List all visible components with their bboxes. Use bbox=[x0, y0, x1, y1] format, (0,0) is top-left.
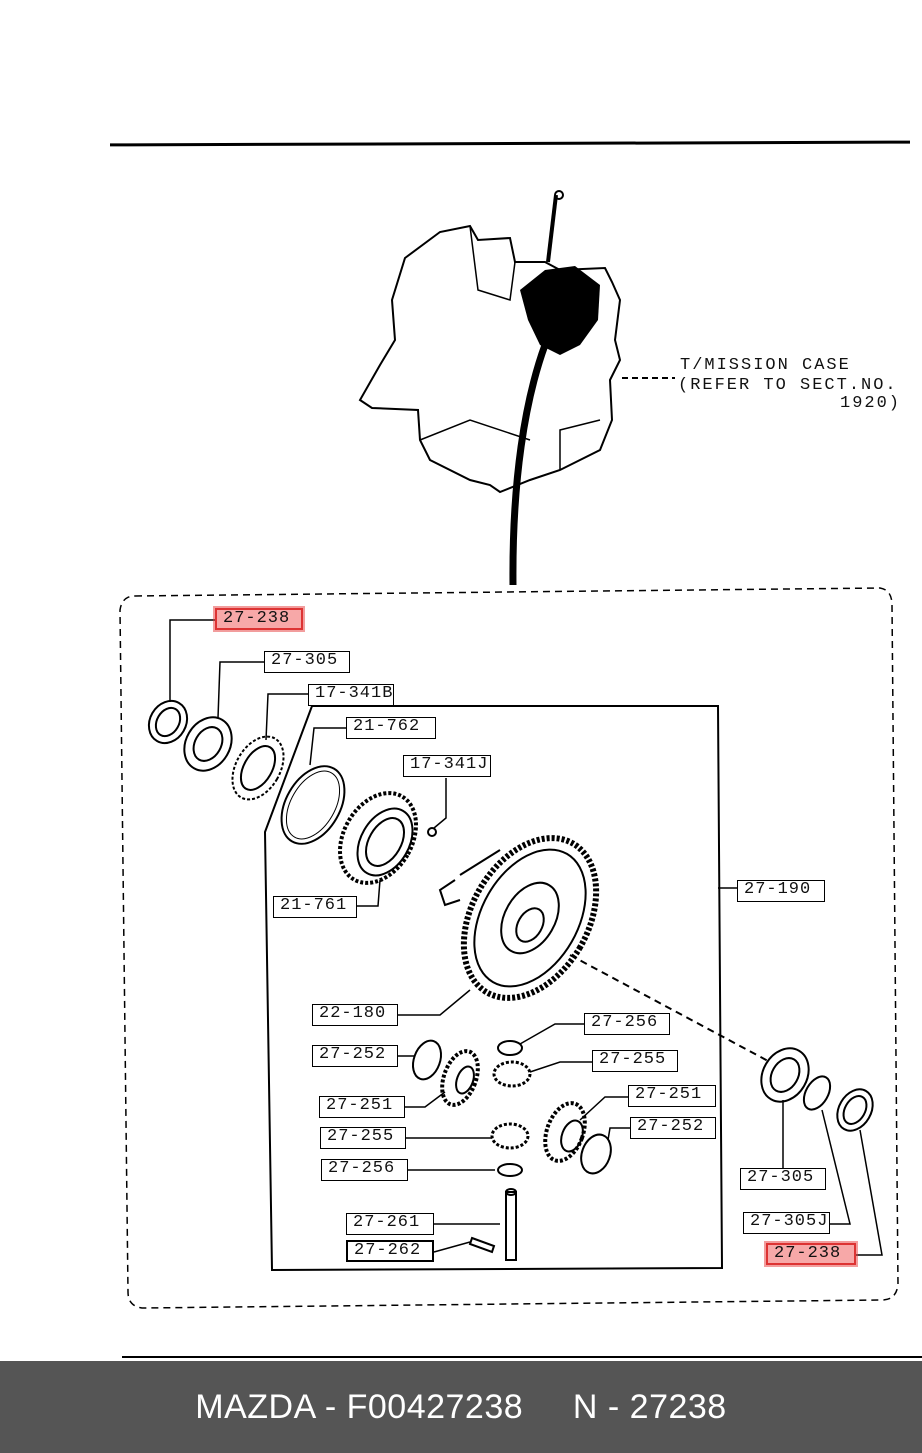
part-label-27-252-right[interactable]: 27-252 bbox=[630, 1117, 716, 1139]
part-label-27-256-right[interactable]: 27-256 bbox=[584, 1013, 670, 1035]
part-label-27-261[interactable]: 27-261 bbox=[346, 1213, 434, 1235]
o-ring bbox=[427, 827, 437, 837]
part-label-27-255-left[interactable]: 27-255 bbox=[320, 1127, 406, 1149]
part-label-27-190[interactable]: 27-190 bbox=[737, 880, 825, 902]
speedo-drive-gear bbox=[231, 735, 285, 801]
bearing-right bbox=[760, 1047, 810, 1103]
speedo-driven-gear bbox=[338, 791, 418, 885]
part-label-27-305J[interactable]: 27-305J bbox=[743, 1212, 830, 1234]
part-label-21-762[interactable]: 21-762 bbox=[346, 717, 436, 739]
side-gear-left bbox=[440, 1049, 480, 1107]
part-label-27-251-left[interactable]: 27-251 bbox=[319, 1096, 405, 1118]
part-label-27-305-right[interactable]: 27-305 bbox=[740, 1168, 826, 1190]
part-label-21-761[interactable]: 21-761 bbox=[273, 896, 357, 918]
part-label-27-238-top[interactable]: 27-238 bbox=[213, 606, 305, 632]
bearing-race-right bbox=[836, 1088, 874, 1132]
part-label-27-305-top[interactable]: 27-305 bbox=[264, 651, 350, 673]
part-label-22-180[interactable]: 22-180 bbox=[312, 1004, 398, 1026]
part-label-27-256-left[interactable]: 27-256 bbox=[321, 1159, 408, 1181]
part-label-17-341B[interactable]: 17-341B bbox=[308, 684, 394, 706]
bottom-rule bbox=[122, 1356, 922, 1358]
pinion-washer-top bbox=[497, 1040, 523, 1056]
side-gear-right bbox=[543, 1101, 587, 1163]
differential-location-mark bbox=[520, 266, 600, 355]
location-pointer bbox=[509, 343, 549, 586]
assembly-box bbox=[263, 705, 724, 1272]
snap-ring bbox=[280, 765, 346, 845]
part-label-27-251-right[interactable]: 27-251 bbox=[628, 1085, 716, 1107]
transmission-case bbox=[358, 224, 622, 494]
thrust-washer-right bbox=[580, 1133, 612, 1175]
group-border bbox=[119, 587, 899, 1309]
bearing-race-left bbox=[147, 699, 189, 745]
exploded-diagram bbox=[119, 190, 899, 1309]
part-label-27-252-left[interactable]: 27-252 bbox=[312, 1045, 398, 1067]
thrust-washer-left bbox=[411, 1039, 443, 1081]
case-note-line2: (REFER TO SECT.NO. bbox=[678, 376, 898, 395]
case-note-line1: T/MISSION CASE bbox=[680, 356, 851, 375]
ring-gear bbox=[460, 835, 600, 1001]
part-label-27-255-right[interactable]: 27-255 bbox=[592, 1050, 678, 1072]
pinion-gear-bottom bbox=[490, 1122, 530, 1150]
pinion-shaft bbox=[505, 1191, 517, 1261]
footer-part-number: MAZDA - F00427238 N - 27238 bbox=[0, 1361, 922, 1453]
part-label-17-341J[interactable]: 17-341J bbox=[403, 755, 491, 777]
bearing-left bbox=[183, 716, 233, 772]
pinion-washer-bottom bbox=[497, 1163, 523, 1177]
pinion-gear-top bbox=[492, 1060, 532, 1088]
shim-right bbox=[802, 1075, 832, 1111]
part-label-27-238-right[interactable]: 27-238 bbox=[764, 1241, 858, 1267]
part-label-27-262[interactable]: 27-262 bbox=[346, 1240, 434, 1262]
case-note-line3: 1920) bbox=[840, 394, 902, 413]
lock-pin bbox=[468, 1236, 496, 1254]
